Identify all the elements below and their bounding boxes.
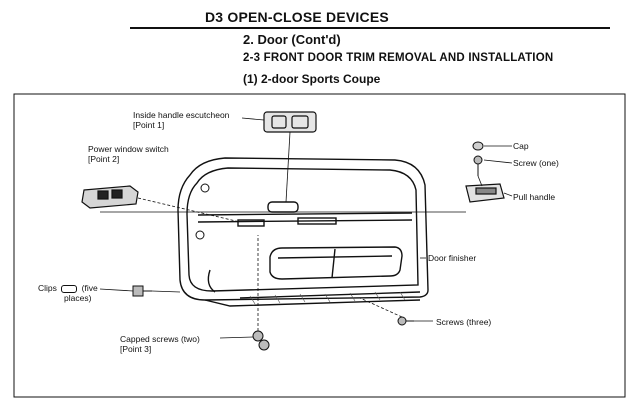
callout-text: Clips [38,283,57,293]
section-title: D3 OPEN-CLOSE DEVICES [205,9,389,25]
cap-part [472,141,484,151]
callout-power-window-switch: Power window switch [Point 2] [88,144,169,164]
callout-screws-three: Screws (three) [436,317,491,327]
clip-symbol-icon [61,284,78,293]
callout-text: Screws (three) [436,317,492,327]
callout-text: Capped screws (two) [120,334,200,344]
callout-point: [Point 2] [88,154,120,164]
figure-border [13,93,626,398]
screws-three-part [397,316,414,326]
callout-clips: Clips (five places) [38,283,98,303]
door-bottom-shading [249,291,406,305]
callout-inside-handle-escutcheon: Inside handle escutcheon [Point 1] [133,110,229,130]
leader-lines [99,117,513,339]
callout-capped-screws: Capped screws (two) [Point 3] [120,334,200,354]
callout-text: Inside handle escutcheon [133,110,230,120]
variant-title: (1) 2-door Sports Coupe [243,72,381,86]
door-finisher-panel [177,157,429,307]
callout-text: Screw (one) [513,158,559,168]
callout-text-cont: (five [81,283,98,293]
callout-point: [Point 3] [120,344,152,354]
callout-point: [Point 1] [133,120,165,130]
screw-one-part [473,155,483,176]
subtitle: 2. Door (Cont'd) [243,32,341,47]
callout-cap: Cap [513,141,529,151]
callout-text-line2: places) [64,293,92,303]
callout-text: Cap [513,141,529,151]
callout-screw-one: Screw (one) [513,158,559,168]
title-rule [130,27,610,29]
capped-screws-part [252,330,270,351]
callout-text: Door finisher [428,253,477,263]
pull-handle-part [465,183,505,203]
callout-pull-handle: Pull handle [513,192,555,202]
callout-door-finisher: Door finisher [428,253,476,263]
inside-handle-escutcheon-part [263,111,317,133]
power-window-switch-part [81,185,139,209]
callout-text: Power window switch [88,144,169,154]
callout-text: Pull handle [513,192,556,202]
clip-part [132,285,152,297]
upper-screw-hole [200,183,210,193]
lower-screw-hole [195,230,205,240]
procedure-title: 2-3 FRONT DOOR TRIM REMOVAL AND INSTALLA… [243,52,554,64]
